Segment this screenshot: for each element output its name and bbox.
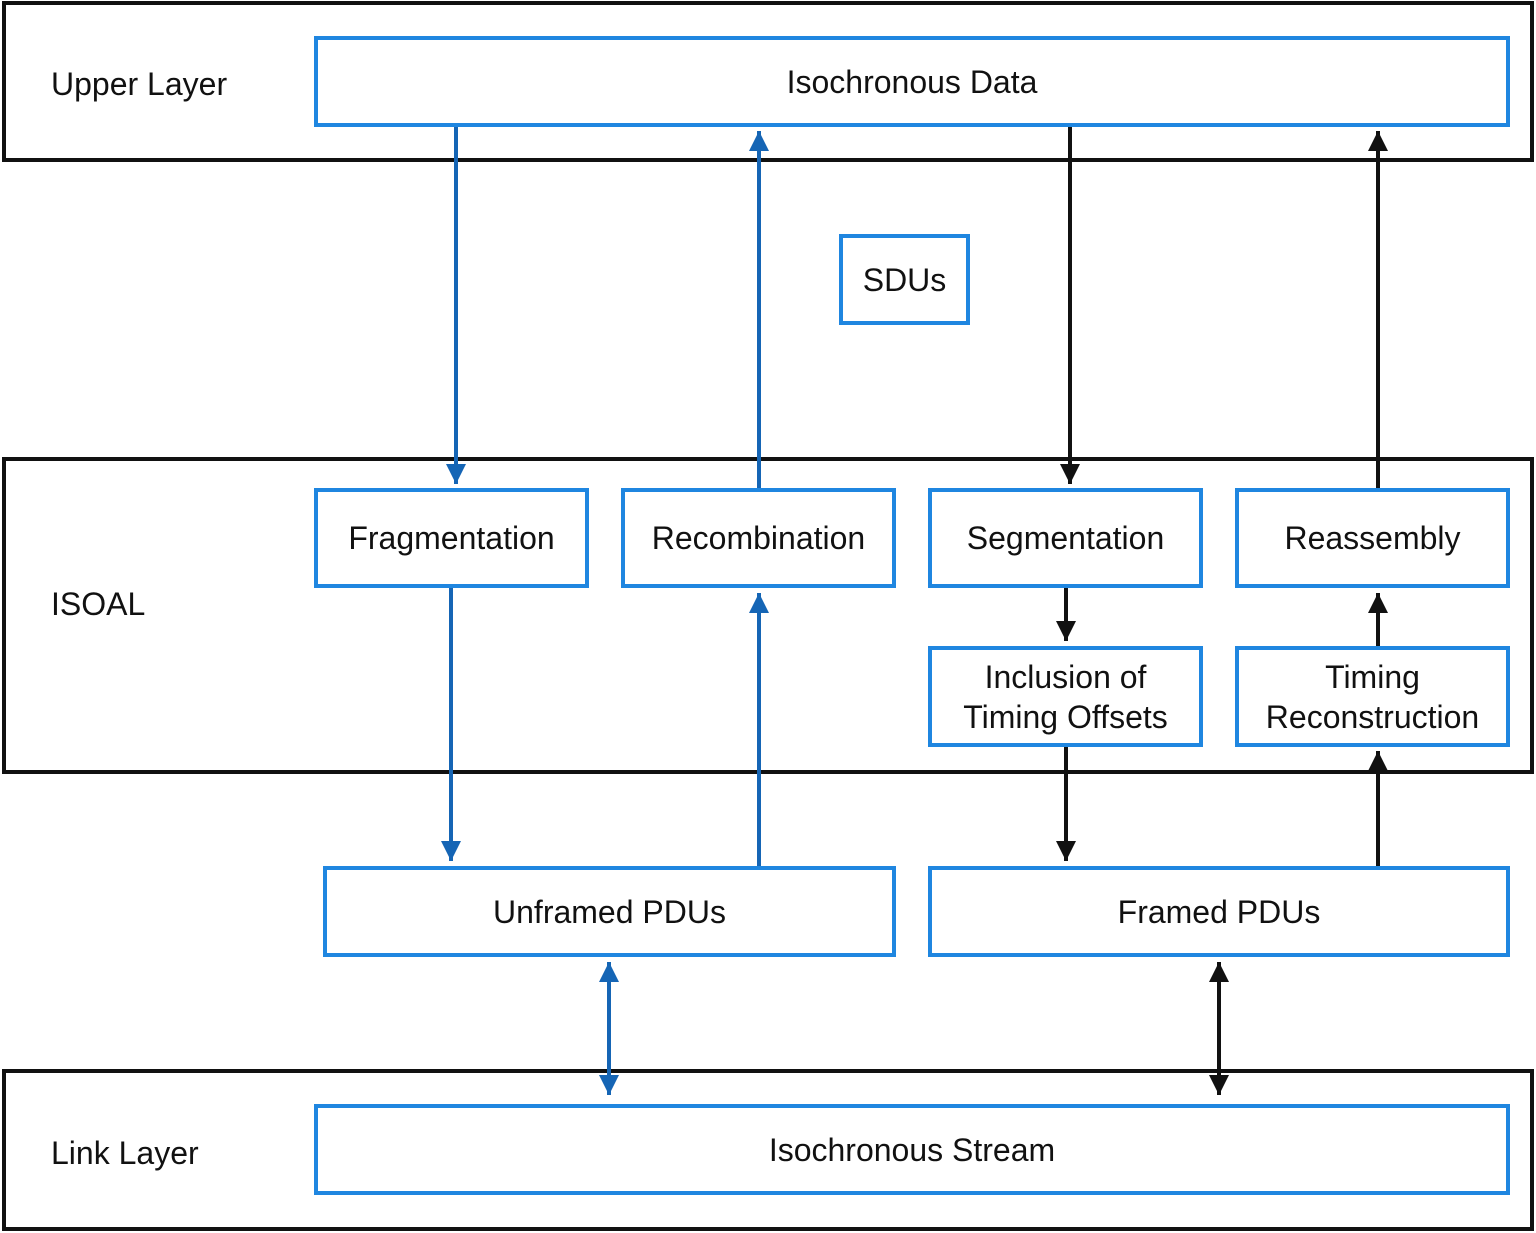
fragmentation-label: Fragmentation <box>348 520 555 556</box>
framed-pdus-label: Framed PDUs <box>1117 893 1321 930</box>
timing-label-line1: Timing <box>1325 658 1420 695</box>
isochronous-stream-label: Isochronous Stream <box>768 1131 1056 1168</box>
framed-pdus-box: Framed PDUs <box>928 866 1510 957</box>
segmentation-label: Segmentation <box>966 520 1165 556</box>
reassembly-box: Reassembly <box>1235 488 1510 588</box>
recombination-box: Recombination <box>621 488 896 588</box>
fragmentation-box: Fragmentation <box>314 488 589 588</box>
reassembly-label: Reassembly <box>1284 520 1461 556</box>
unframed-pdus-box: Unframed PDUs <box>323 866 896 957</box>
timing-label-line2: Reconstruction <box>1265 698 1480 735</box>
timing-reconstruction-box: Timing Reconstruction <box>1235 646 1510 747</box>
inclusion-of-timing-offsets-box: Inclusion of Timing Offsets <box>928 646 1203 747</box>
segmentation-box: Segmentation <box>928 488 1203 588</box>
recombination-label: Recombination <box>651 520 866 556</box>
inclusion-label-line1: Inclusion of <box>984 658 1147 695</box>
sdus-box: SDUs <box>839 234 970 325</box>
link-layer-label: Link Layer <box>51 1135 199 1171</box>
isochronous-stream-box: Isochronous Stream <box>314 1104 1510 1195</box>
unframed-pdus-label: Unframed PDUs <box>493 893 726 930</box>
isoal-label: ISOAL <box>51 586 146 622</box>
isochronous-data-box: Isochronous Data <box>314 36 1510 127</box>
sdus-label: SDUs <box>862 261 947 298</box>
isochronous-data-label: Isochronous Data <box>786 63 1038 100</box>
upper-layer-label: Upper Layer <box>51 66 228 102</box>
inclusion-label-line2: Timing Offsets <box>963 698 1168 735</box>
